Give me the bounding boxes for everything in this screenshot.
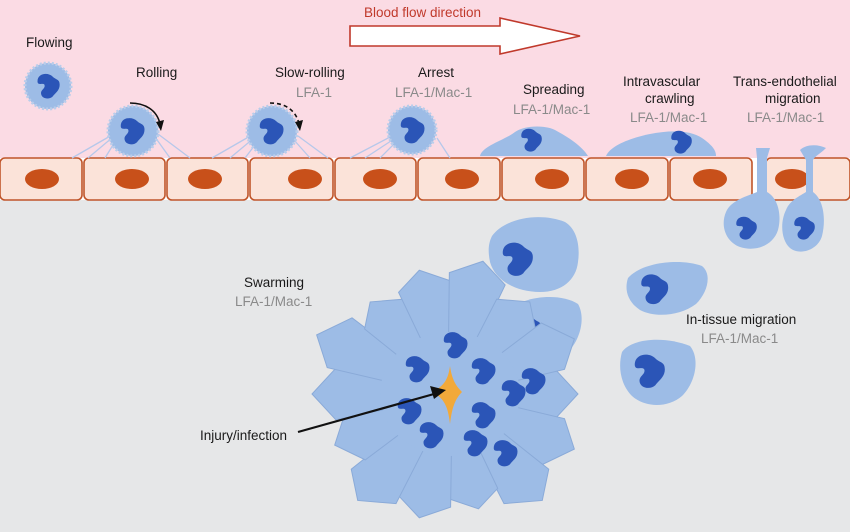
endothelial-nucleus — [693, 169, 727, 189]
in-tissue-migration-title: In-tissue migration — [686, 312, 796, 327]
swarming-title: Swarming — [244, 275, 304, 290]
blood-flow-arrow — [349, 17, 581, 55]
endothelial-nucleus — [363, 169, 397, 189]
transmigrating-neutrophil-2 — [782, 145, 826, 252]
injury-infection-label: Injury/infection — [200, 428, 287, 443]
endothelial-nucleus — [188, 169, 222, 189]
arrest-title: Arrest — [418, 65, 454, 80]
spreading-title: Spreading — [523, 82, 585, 97]
tissue-neutrophil-1 — [488, 217, 579, 292]
in-tissue-migration-molecule: LFA-1/Mac-1 — [701, 331, 778, 346]
intravascular-crawling-molecule: LFA-1/Mac-1 — [630, 110, 707, 125]
spreading-neutrophil — [480, 126, 588, 156]
endothelial-nucleus — [615, 169, 649, 189]
swarming-molecule: LFA-1/Mac-1 — [235, 294, 312, 309]
endothelial-nucleus — [288, 169, 322, 189]
endothelium-layer — [0, 157, 850, 201]
intravascular-crawling-title-line2: crawling — [645, 91, 695, 106]
rolling-neutrophil — [106, 104, 160, 158]
endothelial-nucleus — [115, 169, 149, 189]
transendothelial-title-line1: Trans-endothelial — [733, 74, 837, 89]
slow-rolling-motion-arrow — [269, 102, 303, 131]
spreading-molecule: LFA-1/Mac-1 — [513, 102, 590, 117]
injury-pointer-arrow — [297, 386, 446, 434]
flowing-title: Flowing — [26, 35, 73, 50]
flowing-neutrophil — [23, 61, 73, 111]
slow-rolling-title: Slow-rolling — [275, 65, 345, 80]
transendothelial-molecule: LFA-1/Mac-1 — [747, 110, 824, 125]
blood-flow-label: Blood flow direction — [364, 5, 481, 20]
rolling-motion-arrow — [129, 102, 164, 131]
endothelial-nucleus — [535, 169, 569, 189]
injury-site — [432, 366, 462, 424]
tissue-neutrophil-4 — [620, 339, 696, 405]
rolling-title: Rolling — [136, 65, 177, 80]
tissue-neutrophil-2 — [626, 262, 708, 315]
endothelial-nucleus — [25, 169, 59, 189]
transmigrating-neutrophil-1 — [723, 148, 780, 249]
arrested-neutrophil — [386, 104, 438, 156]
intravascular-crawling-title-line1: Intravascular — [623, 74, 701, 89]
tether-lines — [71, 133, 451, 159]
transendothelial-title-line2: migration — [765, 91, 821, 106]
endothelial-nucleus — [445, 169, 479, 189]
crawling-neutrophil — [606, 130, 716, 156]
slow-rolling-neutrophil — [245, 104, 299, 158]
slow-rolling-molecule: LFA-1 — [296, 85, 332, 100]
endothelial-nucleus — [775, 169, 809, 189]
arrest-molecule: LFA-1/Mac-1 — [395, 85, 472, 100]
